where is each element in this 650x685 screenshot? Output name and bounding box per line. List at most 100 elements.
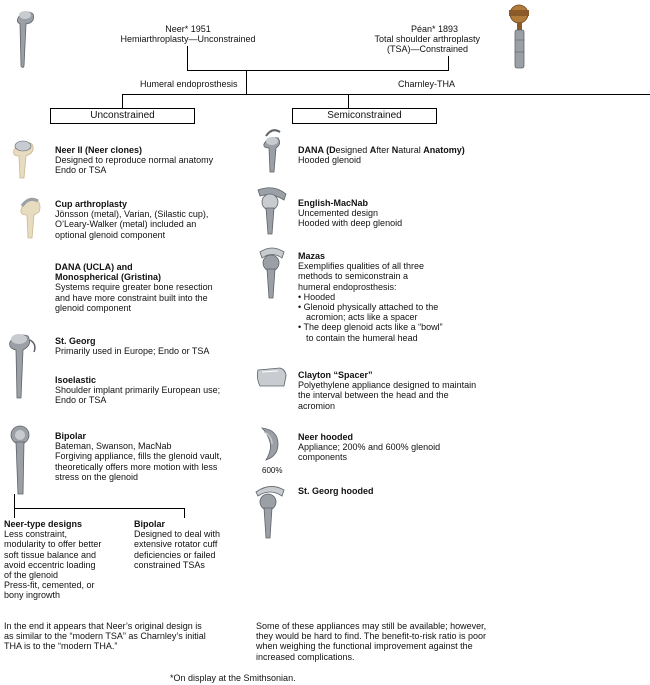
cup-arthroplasty-entry: Cup arthroplasty Jönsson (metal), Varian… <box>55 199 208 240</box>
bipolar-line: Forgiving appliance, fills the glenoid v… <box>55 451 222 461</box>
bipolar-sub-line: Designed to deal with <box>134 529 220 539</box>
connector-sub-left <box>14 508 15 518</box>
dana-implant-icon <box>258 128 288 174</box>
bipolar-line: Bateman, Swanson, MacNab <box>55 441 222 451</box>
connector-bipolar-down <box>14 494 15 508</box>
english-macnab-entry: English-MacNab Uncemented design Hooded … <box>298 198 402 229</box>
bottom-left-line: In the end it appears that Neer’s origin… <box>4 621 206 631</box>
st-georg-hooded-implant-icon <box>250 484 290 540</box>
dana-title: DANA (Designed After Natural Anatomy) <box>298 145 465 155</box>
bottom-left-line: as similar to the “modern TSA” as Charnl… <box>4 631 206 641</box>
english-macnab-title: English-MacNab <box>298 198 402 208</box>
clayton-spacer-entry: Clayton “Spacer” Polyethylene appliance … <box>298 370 476 411</box>
neer-hooded-entry: Neer hooded Appliance; 200% and 600% gle… <box>298 432 440 463</box>
neer-hooded-line: Appliance; 200% and 600% glenoid <box>298 442 440 452</box>
dana-title-part: fter <box>376 145 392 155</box>
english-macnab-implant-icon <box>252 186 292 236</box>
clayton-spacer-line: Polyethylene appliance designed to maint… <box>298 380 476 390</box>
semiconstrained-header-label: Semiconstrained <box>327 110 401 121</box>
neer-ii-line: Designed to reproduce normal anatomy <box>55 155 213 165</box>
dana-ucla-entry: DANA (UCLA) and Monospherical (Gristina)… <box>55 262 213 313</box>
isoelastic-title: Isoelastic <box>55 375 220 385</box>
neer-type-designs-line: Less constraint, <box>4 529 101 539</box>
mazas-line: Exemplifies qualities of all three <box>298 261 443 271</box>
dana-ucla-line: glenoid component <box>55 303 213 313</box>
english-macnab-line: Uncemented design <box>298 208 402 218</box>
neer-hooded-title: Neer hooded <box>298 432 440 442</box>
dana-ucla-title-2: Monospherical (Gristina) <box>55 272 213 282</box>
charnley-tha-label: Charnley-THA <box>398 79 455 89</box>
dana-ucla-line: and have more constraint built into the <box>55 293 213 303</box>
bipolar-sub-entry: Bipolar Designed to deal with extensive … <box>134 519 220 570</box>
connector-center-down <box>246 70 247 94</box>
bipolar-implant-icon <box>6 424 38 496</box>
clayton-spacer-line: acromion <box>298 401 476 411</box>
pean-1893-subtitle-1: Total shoulder arthroplasty <box>280 34 480 44</box>
bipolar-line: theoretically offers more motion with le… <box>55 462 222 472</box>
smithsonian-footnote: *On display at the Smithsonian. <box>170 673 296 683</box>
st-georg-implant-icon <box>4 332 40 400</box>
bipolar-sub-title: Bipolar <box>134 519 220 529</box>
bipolar-sub-line: extensive rotator cuff <box>134 539 220 549</box>
st-georg-line: Primarily used in Europe; Endo or TSA <box>55 346 209 356</box>
pean-1893-subtitle-2: (TSA)—Constrained <box>280 44 480 54</box>
mazas-implant-icon <box>254 246 290 300</box>
semiconstrained-header: Semiconstrained <box>292 108 437 124</box>
neer-type-designs-line: soft tissue balance and <box>4 550 101 560</box>
clayton-spacer-title: Clayton “Spacer” <box>298 370 476 380</box>
cup-arthroplasty-line: Jönsson (metal), Varian, (Silastic cup), <box>55 209 208 219</box>
clayton-spacer-icon <box>256 366 288 388</box>
cup-arthroplasty-line: O’Leary-Walker (metal) included an <box>55 219 208 229</box>
neer-type-designs-entry: Neer-type designs Less constraint, modul… <box>4 519 101 601</box>
mazas-bullet-cont: acromion; acts like a spacer <box>298 312 443 322</box>
mazas-title: Mazas <box>298 251 443 261</box>
clayton-spacer-line: the interval between the head and the <box>298 390 476 400</box>
dana-title-part: atural <box>398 145 423 155</box>
cup-arthroplasty-icon <box>16 194 44 240</box>
mazas-entry: Mazas Exemplifies qualities of all three… <box>298 251 443 343</box>
connector-main-horizontal <box>122 94 650 95</box>
mazas-bullet: • The deep glenoid acts like a “bowl” <box>298 322 443 332</box>
mazas-line: humeral endoprosthesis: <box>298 282 443 292</box>
bottom-right-line: Some of these appliances may still be av… <box>256 621 486 631</box>
neer-type-designs-line: of the glenoid <box>4 570 101 580</box>
dana-title-part: natomy) <box>430 145 465 155</box>
bottom-right-line: when weighing the functional improvement… <box>256 641 486 651</box>
bipolar-sub-line: constrained TSAs <box>134 560 220 570</box>
bipolar-entry: Bipolar Bateman, Swanson, MacNab Forgivi… <box>55 431 222 482</box>
pean-1893-prosthesis-icon <box>506 2 532 74</box>
bottom-left-line: THA is to the “modern THA.” <box>4 641 206 651</box>
connector-right-branch <box>348 94 349 108</box>
neer-ii-title: Neer II (Neer clones) <box>55 145 213 155</box>
connector-left-branch <box>122 94 123 108</box>
st-georg-hooded-entry: St. Georg hooded <box>298 486 374 496</box>
dana-line: Hooded glenoid <box>298 155 465 165</box>
connector-top-horizontal <box>187 70 449 71</box>
mazas-bullet: • Hooded <box>298 292 443 302</box>
dana-title-part: esigned <box>336 145 370 155</box>
pean-1893-title: Péan* 1893 <box>280 24 480 34</box>
dana-ucla-title: DANA (UCLA) and <box>55 262 213 272</box>
connector-sub-right <box>184 508 185 518</box>
dana-ucla-line: Systems require greater bone resection <box>55 282 213 292</box>
mazas-bullet-text: Glenoid physically attached to the <box>304 302 439 312</box>
mazas-line: methods to semiconstrain a <box>298 271 443 281</box>
mazas-bullet-cont: to contain the humeral head <box>298 333 443 343</box>
bipolar-line: stress on the glenoid <box>55 472 222 482</box>
neer-ii-line: Endo or TSA <box>55 165 213 175</box>
isoelastic-line: Shoulder implant primarily European use; <box>55 385 220 395</box>
bottom-right-line: they would be hard to find. The benefit-… <box>256 631 486 641</box>
mazas-bullet-text: Hooded <box>304 292 336 302</box>
neer-type-designs-line: modularity to offer better <box>4 539 101 549</box>
bipolar-sub-line: deficiencies or failed <box>134 550 220 560</box>
neer-hooded-implant-icon <box>258 426 282 462</box>
connector-sub-horizontal <box>14 508 184 509</box>
neer-type-designs-line: avoid eccentric loading <box>4 560 101 570</box>
cup-arthroplasty-line: optional glenoid component <box>55 230 208 240</box>
unconstrained-header-label: Unconstrained <box>90 110 154 121</box>
neer-hooded-600-label: 600% <box>262 466 282 476</box>
dana-entry: DANA (Designed After Natural Anatomy) Ho… <box>298 145 465 165</box>
bottom-left-paragraph: In the end it appears that Neer’s origin… <box>4 621 206 652</box>
dana-title-part: DANA ( <box>298 145 329 155</box>
neer-ii-entry: Neer II (Neer clones) Designed to reprod… <box>55 145 213 176</box>
